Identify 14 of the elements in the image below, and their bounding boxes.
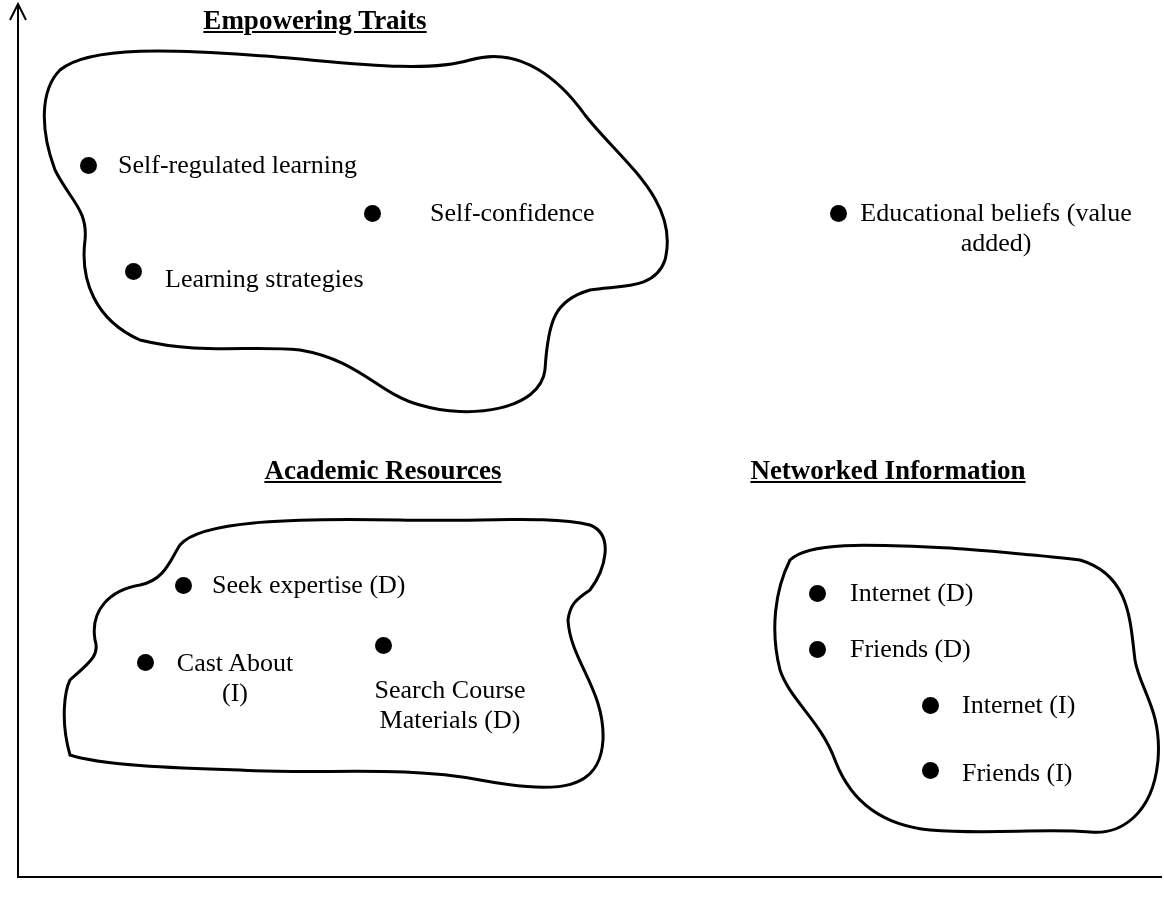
group-heading: Academic Resources: [264, 454, 502, 486]
item-label: Learning strategies: [165, 264, 365, 294]
item-label: Self-regulated learning: [118, 150, 358, 180]
item-label: Search Course Materials (D): [373, 675, 527, 735]
group-heading: Empowering Traits: [203, 4, 427, 36]
item-label: Friends (D): [850, 634, 972, 664]
item-label: Internet (D): [850, 578, 975, 608]
item-label: Internet (I): [962, 690, 1077, 720]
item-label: Seek expertise (D): [212, 570, 407, 600]
item-label: Friends (I): [962, 758, 1074, 788]
item-label: Educational beliefs (value added): [859, 198, 1133, 258]
group-heading: Networked Information: [750, 454, 1026, 486]
item-label: Cast About (I): [175, 648, 295, 708]
item-label: Self-confidence: [430, 198, 596, 228]
